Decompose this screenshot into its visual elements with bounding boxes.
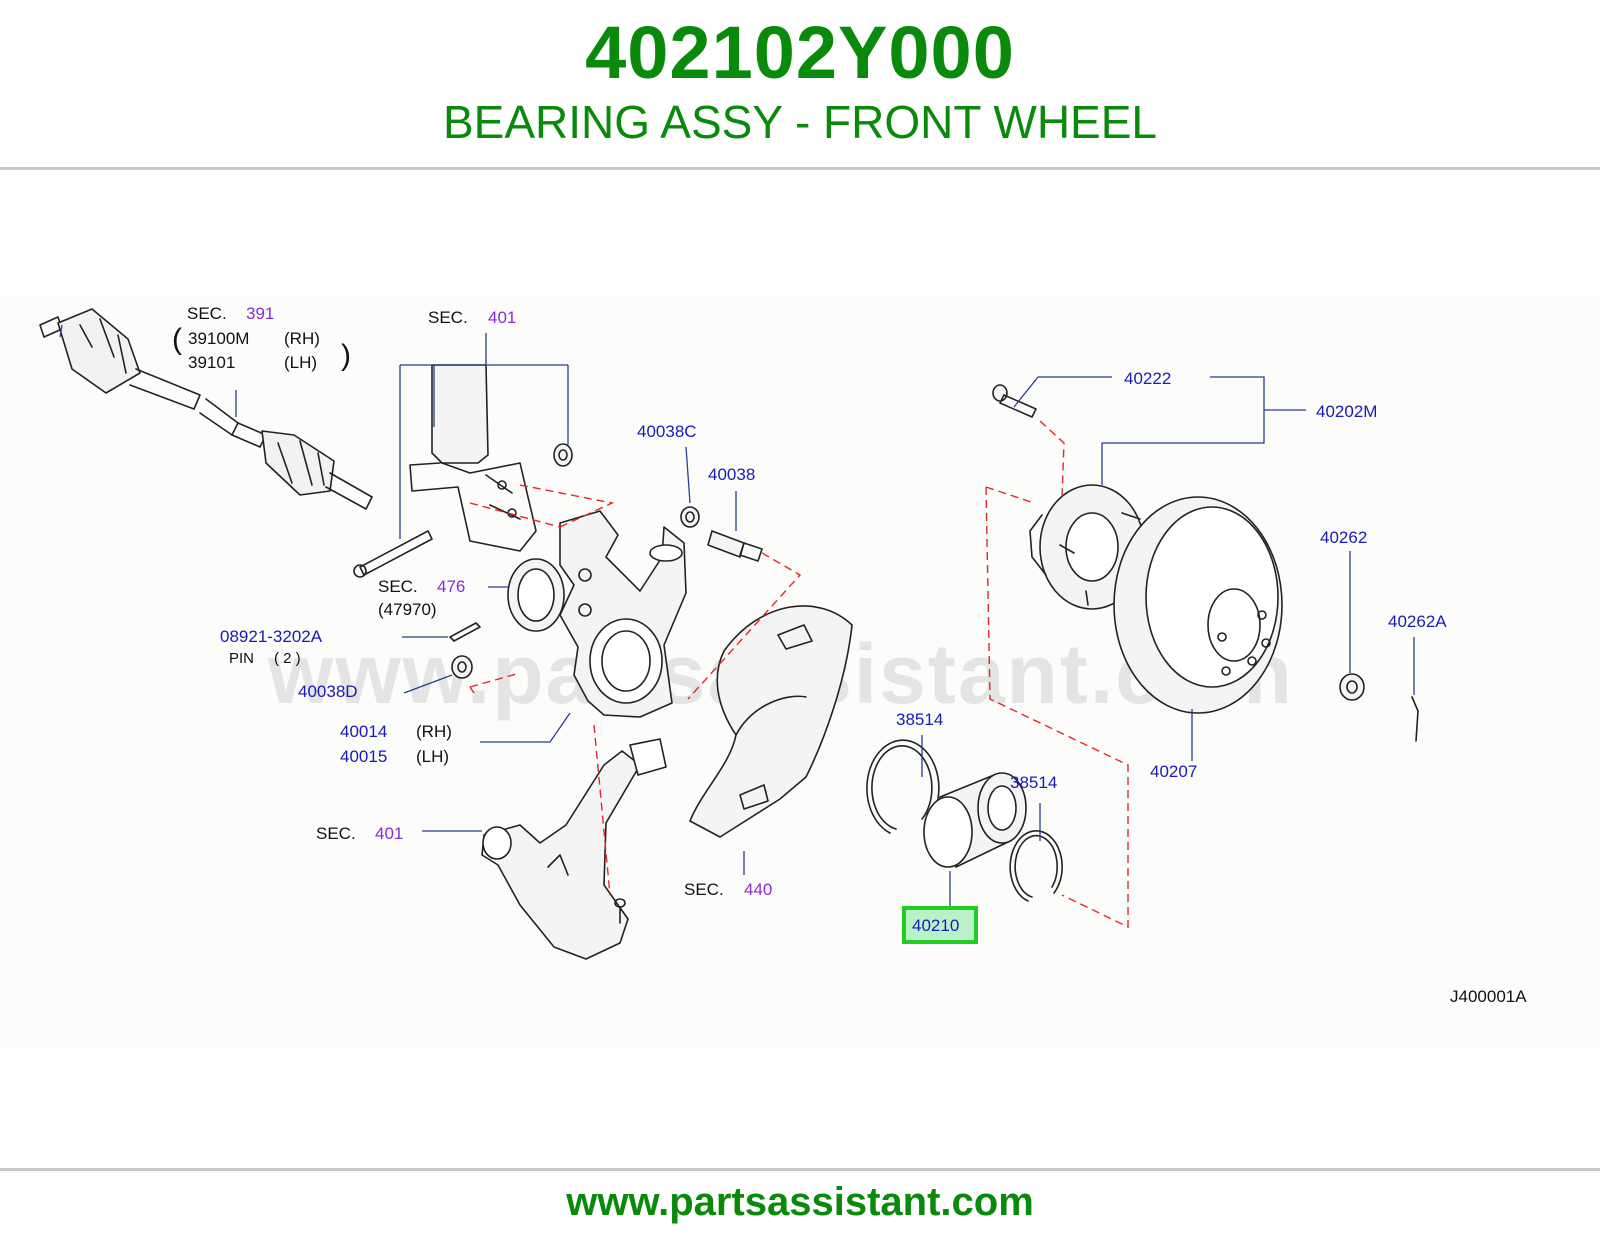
part-label-40038[interactable]: 40038 [708,465,755,484]
snap-ring-b-drawing [1009,830,1063,902]
svg-text:(LH): (LH) [284,353,317,372]
header-divider [0,167,1600,170]
rotor-nut-drawing [1339,673,1365,701]
drive-shaft-drawing [39,308,373,510]
leader-lines [59,324,1415,913]
svg-text:(RH): (RH) [284,329,320,348]
rotor-cotter-drawing [1411,696,1419,742]
svg-text:(LH): (LH) [416,747,449,766]
cotter-pin-drawing [449,622,481,642]
sensor-rotor-ref: (47970) [378,600,437,619]
sec-476-callout[interactable]: SEC. 476 (47970) [378,577,465,619]
svg-text:SEC.: SEC. [378,577,418,596]
hub-bolt-drawing [992,384,1037,418]
drive-shaft-part-list: ( 39100M (RH) 39101 (LH) ) [172,323,351,372]
wheel-bearing-drawing [923,772,1027,868]
svg-text:SEC.: SEC. [428,308,468,327]
bracket-open: ( [172,323,182,356]
sec-401-top-callout[interactable]: SEC. 401 [428,308,516,327]
part-label-40038D[interactable]: 40038D [298,682,358,701]
highlighted-part-box[interactable] [902,906,978,944]
strut-bolt-head-drawing [353,564,367,578]
baffle-plate-drawing [689,605,853,838]
svg-text:SEC.: SEC. [187,304,227,323]
svg-text:440: 440 [744,880,772,899]
svg-text:SEC.: SEC. [316,824,356,843]
part-label-38514-lower[interactable]: 38514 [1010,773,1057,792]
footer-divider [0,1168,1600,1171]
svg-text:391: 391 [246,304,274,323]
lower-link-drawing [481,738,667,960]
part-label-40222[interactable]: 40222 [1124,369,1171,388]
steering-knuckle-drawing [559,510,687,718]
drive-shaft-lh-part[interactable]: 39101 [188,353,235,372]
nut-40038C-drawing [680,506,700,528]
svg-text:SEC.: SEC. [684,880,724,899]
drive-shaft-rh-part[interactable]: 39100M [188,329,249,348]
page-header: 402102Y000 BEARING ASSY - FRONT WHEEL [0,0,1600,168]
parts-diagram-panel: www.partsassistant.com [0,295,1600,1047]
svg-text:401: 401 [488,308,516,327]
part-label-40262A[interactable]: 40262A [1388,612,1447,631]
bolt-40038-drawing [707,530,763,562]
svg-text:(RH): (RH) [416,722,452,741]
part-label-40207[interactable]: 40207 [1150,762,1197,781]
exploded-parts-diagram: www.partsassistant.com [39,304,1527,1006]
bracket-close: ) [341,339,351,372]
strut-nut-drawing [553,443,573,467]
pin-text: PIN [229,650,254,667]
part-description: BEARING ASSY - FRONT WHEEL [442,96,1157,148]
assembly-lines [469,420,1129,929]
part-label-40015[interactable]: 40015 [340,747,387,766]
knuckle-part-list: 40014 (RH) 40015 (LH) [340,722,452,766]
part-label-38514-upper[interactable]: 38514 [896,710,943,729]
diagram-code: J400001A [1450,987,1527,1006]
part-label-40202M[interactable]: 40202M [1316,402,1377,421]
knuckle-nut-drawing [451,655,473,679]
strut-bolt-drawing [359,530,433,576]
part-label-40038C[interactable]: 40038C [637,422,697,441]
part-label-40262[interactable]: 40262 [1320,528,1367,547]
part-number-title: 402102Y000 [585,11,1015,94]
snap-ring-a-drawing [866,739,940,834]
strut-drawing [409,364,537,552]
sec-401-bottom-callout[interactable]: SEC. 401 [316,824,403,843]
svg-text:401: 401 [375,824,403,843]
svg-text:476: 476 [437,577,465,596]
footer-website-link[interactable]: www.partsassistant.com [566,1180,1034,1224]
part-label-40210[interactable]: 40210 [912,916,959,935]
part-label-08921-3202A[interactable]: 08921-3202A [220,627,323,646]
sec-440-callout[interactable]: SEC. 440 [684,880,772,899]
sec-391-callout[interactable]: SEC. 391 [187,304,274,323]
sensor-rotor-drawing [507,558,565,632]
pin-qty: ( 2 ) [274,650,301,667]
part-label-40014[interactable]: 40014 [340,722,387,741]
disc-rotor-drawing [1113,496,1283,714]
